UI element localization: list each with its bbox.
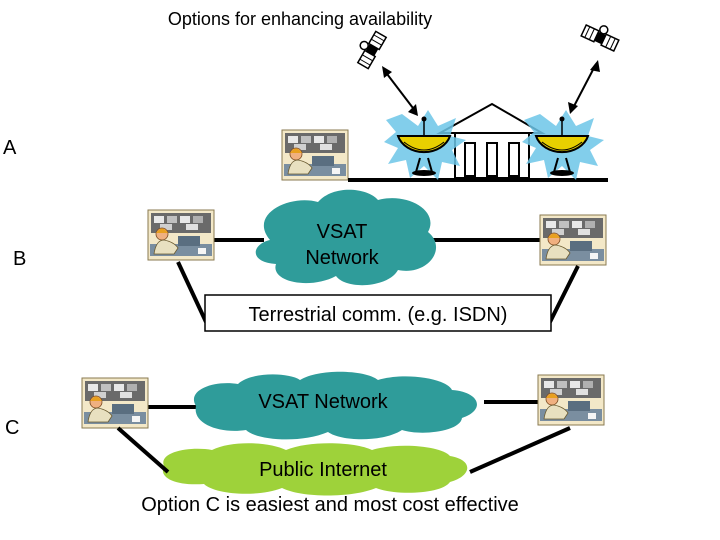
arrowhead [590,60,600,72]
satellite-link-left [383,69,417,113]
public-internet-cloud [162,443,468,496]
vsat-network-label-b-line2: Network [305,247,379,269]
public-internet-label: Public Internet [259,459,387,481]
satellite-dish-icon [383,109,467,181]
satellite-icon [580,17,623,52]
arrowhead [568,102,578,114]
option-label-c: C [5,417,19,439]
operator-workstation-icon [81,377,149,429]
satellite-icon [350,27,387,70]
arrowhead [408,104,418,116]
terrestrial-comm-label: Terrestrial comm. (e.g. ISDN) [249,304,508,326]
operator-workstation-icon [537,374,605,426]
operator-workstation-icon [147,209,215,261]
connection-line [548,265,580,323]
satellite-link-right [571,63,597,111]
satellite-dish-icon [521,109,605,181]
vsat-network-cloud-c [193,371,477,440]
vsat-network-label-c: VSAT Network [258,391,388,413]
connection-line [469,426,571,474]
connection-line [176,261,208,323]
operator-workstation-icon [539,214,607,266]
option-label-b: B [13,248,26,270]
arrowhead [382,66,392,78]
vsat-network-label-b-line1: VSAT [317,221,368,243]
footer-note: Option C is easiest and most cost effect… [141,494,519,516]
building-icon [436,102,546,179]
terrestrial-comm-box [204,294,552,332]
connection-line [116,426,170,474]
option-label-a: A [3,137,17,159]
operator-workstation-icon [281,129,349,181]
vsat-network-cloud-b [255,189,437,286]
diagram-title: Options for enhancing availability [168,9,432,29]
